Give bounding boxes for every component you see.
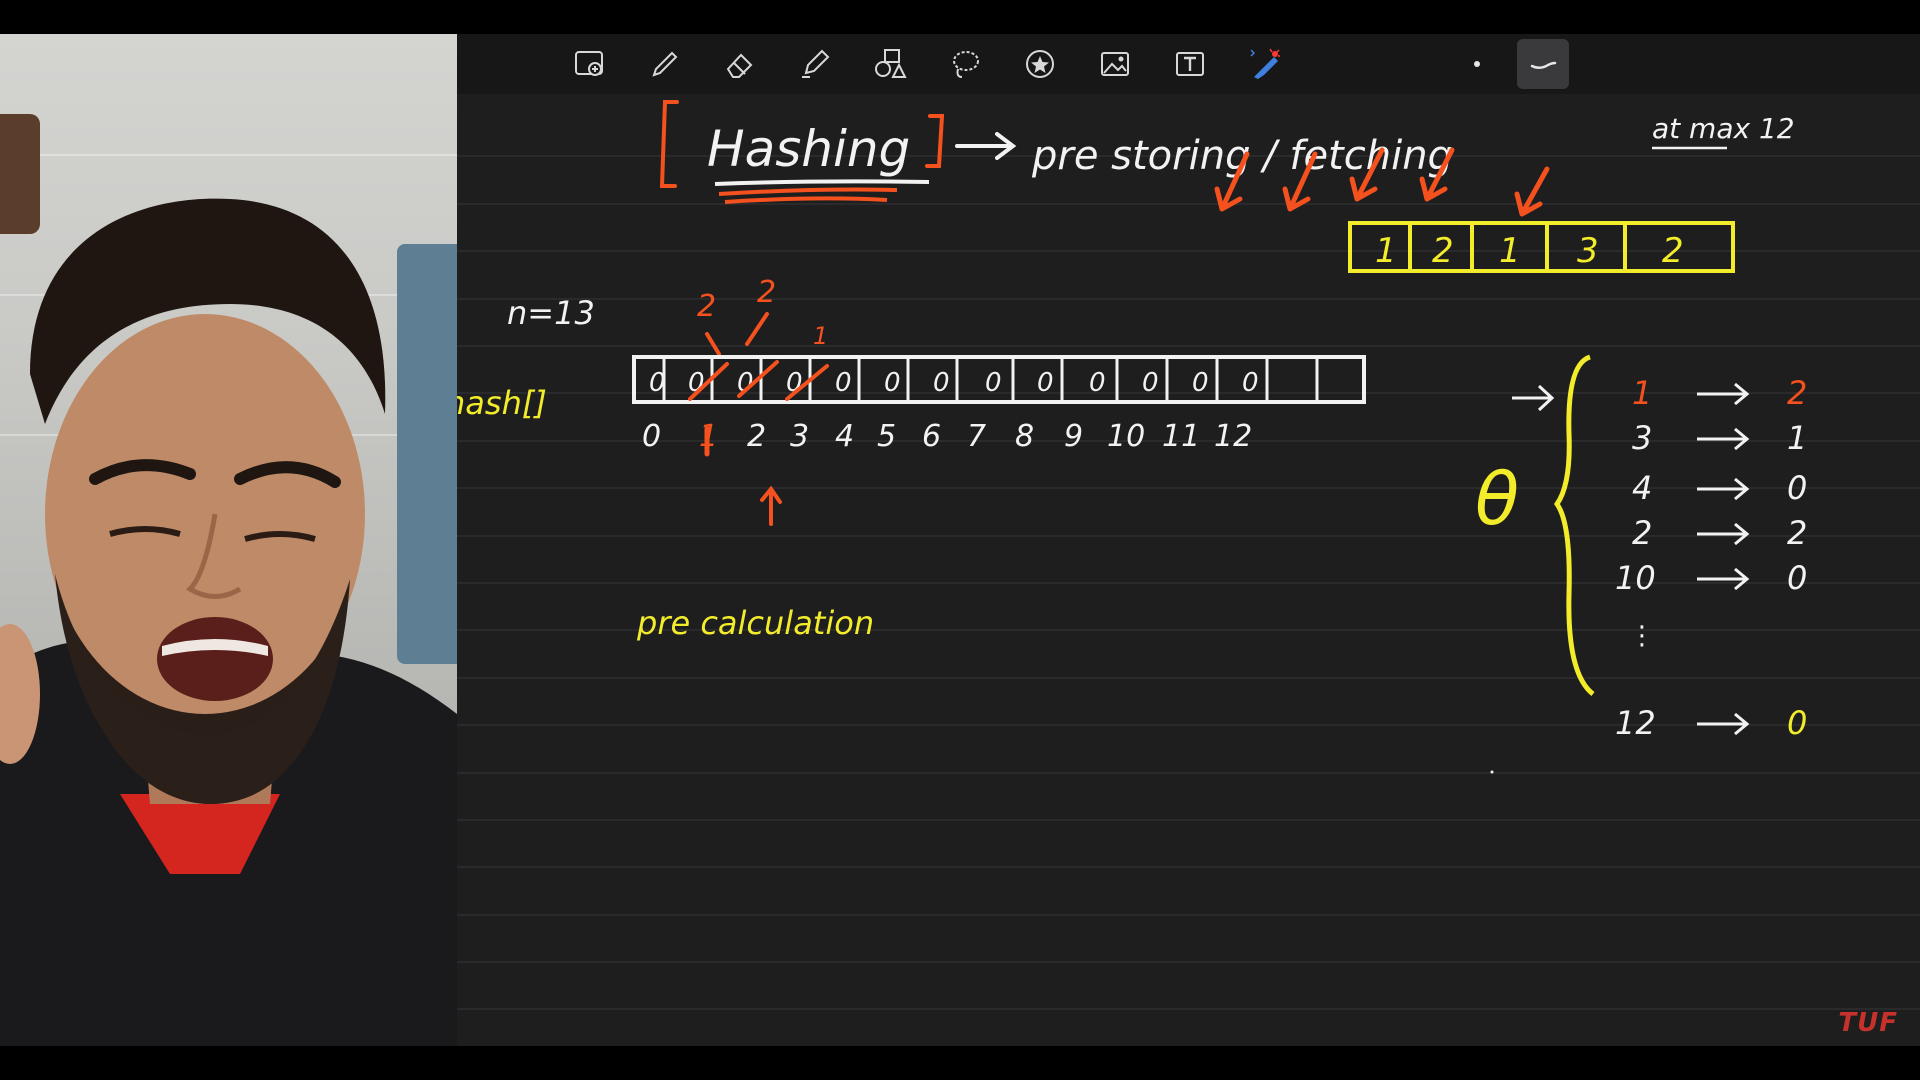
hash-index-label: 4 bbox=[835, 419, 854, 454]
query-answer: 2 bbox=[1787, 374, 1807, 412]
hash-label: hash[] bbox=[457, 384, 547, 422]
theta-symbol: θ bbox=[1475, 457, 1519, 541]
pen-icon[interactable] bbox=[645, 44, 685, 84]
hash-cell-value: 0 bbox=[985, 368, 1002, 398]
update-count: 1 bbox=[813, 322, 828, 350]
laser-pointer-icon[interactable] bbox=[1245, 44, 1285, 84]
watermark-logo: TUF bbox=[1838, 1008, 1898, 1038]
query-answer: 2 bbox=[1787, 514, 1807, 552]
webcam-feed bbox=[0, 34, 457, 1046]
hash-cell-value: 0 bbox=[1242, 368, 1259, 398]
query-answer: 0 bbox=[1787, 469, 1807, 507]
query-arrow bbox=[1697, 427, 1750, 451]
presenter bbox=[0, 198, 457, 1046]
hash-cell-value: 0 bbox=[1089, 368, 1106, 398]
handwritten-notes: Hashing pre storing / fetching at max 12 bbox=[457, 100, 1807, 774]
image-icon[interactable] bbox=[1095, 44, 1135, 84]
query-arrow bbox=[1697, 477, 1750, 501]
add-page-icon[interactable] bbox=[570, 44, 610, 84]
hash-index-label: 3 bbox=[790, 419, 809, 454]
video-frame: Hashing pre storing / fetching at max 12 bbox=[0, 34, 1920, 1046]
query-key: 12 bbox=[1615, 704, 1656, 742]
pre-calculation-text: pre calculation bbox=[636, 604, 874, 642]
query-key: 2 bbox=[1632, 514, 1652, 552]
hash-cell-value: 0 bbox=[884, 368, 901, 398]
at-max-text: at max 12 bbox=[1652, 112, 1795, 145]
query-answer: 0 bbox=[1787, 559, 1807, 597]
query-key: 1 bbox=[1632, 374, 1652, 412]
hash-cell-value: 0 bbox=[737, 368, 754, 398]
query-key: 3 bbox=[1632, 419, 1652, 457]
hash-index-label: 6 bbox=[922, 419, 941, 454]
lasso-icon[interactable] bbox=[945, 44, 985, 84]
hash-cell-value: 0 bbox=[835, 368, 852, 398]
hash-index-label: 8 bbox=[1015, 419, 1034, 454]
hash-index-label: 12 bbox=[1214, 419, 1252, 454]
input-cell: 2 bbox=[1662, 231, 1684, 271]
query-key: 4 bbox=[1632, 469, 1652, 507]
hash-index-label: 2 bbox=[747, 419, 766, 454]
stroke-style-icon[interactable] bbox=[1517, 39, 1569, 89]
text-icon[interactable] bbox=[1170, 44, 1210, 84]
ruled-lines bbox=[457, 155, 1920, 1010]
drawing-toolbar bbox=[457, 34, 1920, 94]
input-cell: 2 bbox=[1432, 231, 1454, 271]
query-arrow bbox=[1697, 567, 1750, 591]
update-count: 2 bbox=[697, 289, 716, 324]
query-arrow bbox=[1697, 712, 1750, 736]
hash-cell-value: 0 bbox=[1142, 368, 1159, 398]
query-answer: 0 bbox=[1787, 704, 1807, 742]
input-cell: 3 bbox=[1577, 231, 1599, 271]
title-group: Hashing pre storing / fetching at max 12 bbox=[659, 100, 1795, 204]
input-array: 1 2 1 3 2 bbox=[1348, 221, 1735, 273]
highlighter-icon[interactable] bbox=[795, 44, 835, 84]
hash-index-label: 5 bbox=[877, 419, 896, 454]
query-arrow bbox=[1697, 382, 1750, 406]
hash-index-label: 11 bbox=[1162, 419, 1200, 454]
sticker-icon[interactable] bbox=[1020, 44, 1060, 84]
query-arrow bbox=[1697, 522, 1750, 546]
input-arrows bbox=[1214, 147, 1550, 217]
shapes-icon[interactable] bbox=[870, 44, 910, 84]
hash-cell-value: 0 bbox=[649, 368, 666, 398]
hash-cell-value: 0 bbox=[933, 368, 950, 398]
chair-back bbox=[397, 244, 457, 664]
hash-indices: 0123456789101112 bbox=[642, 419, 1252, 454]
pre-storing-text: pre storing / fetching bbox=[1031, 133, 1453, 179]
notes-title: Hashing bbox=[707, 120, 910, 178]
notes-canvas[interactable]: Hashing pre storing / fetching at max 12 bbox=[457, 34, 1920, 1046]
background-object bbox=[0, 114, 40, 234]
hash-index-label: 10 bbox=[1107, 419, 1145, 454]
hash-index-label: 9 bbox=[1064, 419, 1083, 454]
hash-index-label: 7 bbox=[967, 419, 986, 454]
update-count: 2 bbox=[757, 275, 776, 310]
bottom-letterbox bbox=[0, 1046, 1920, 1080]
hash-cell-value: 0 bbox=[1192, 368, 1209, 398]
hash-cell-value: 0 bbox=[1037, 368, 1054, 398]
input-cell: 1 bbox=[1499, 231, 1521, 271]
query-key: 10 bbox=[1615, 559, 1656, 597]
dot-size-icon[interactable] bbox=[1457, 44, 1497, 84]
hash-index-label: 0 bbox=[642, 419, 661, 454]
query-answer: 1 bbox=[1787, 419, 1807, 457]
n-label: n=13 bbox=[507, 294, 595, 332]
eraser-icon[interactable] bbox=[720, 44, 760, 84]
input-cell: 1 bbox=[1375, 231, 1397, 271]
ellipsis: ⋮ bbox=[1629, 621, 1655, 651]
